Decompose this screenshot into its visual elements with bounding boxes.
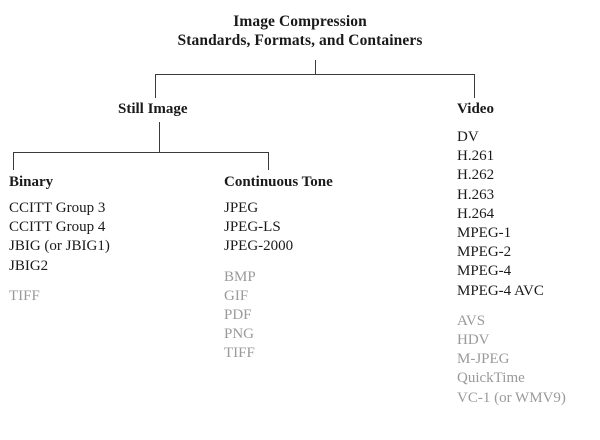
list-group-separator [9, 276, 110, 287]
list-group-separator [457, 301, 566, 312]
diagram-title-line-1: Image Compression [233, 13, 367, 30]
connector-continuous-tone-drop [268, 152, 269, 170]
list-continuous-tone: JPEG JPEG-LS JPEG-2000 BMP GIF PDF PNG T… [224, 199, 293, 364]
list-item: AVS [457, 312, 486, 329]
list-item: H.263 [457, 186, 495, 203]
diagram-title-line-2: Standards, Formats, and Containers [177, 32, 423, 49]
list-item: H.264 [457, 205, 495, 222]
list-item: JPEG [224, 200, 259, 216]
list-item: PDF [224, 307, 252, 324]
connector-still-image-stem [159, 122, 160, 152]
connector-still-image-bar [13, 152, 269, 153]
list-item: MPEG-4 AVC [457, 282, 544, 299]
list-item: H.261 [457, 148, 495, 165]
connector-root-bar [155, 74, 475, 75]
list-item: TIFF [9, 287, 40, 304]
list-item: JBIG (or JBIG1) [9, 238, 110, 255]
list-video: DV H.261 H.262 H.263 H.264 MPEG-1 MPEG-2… [457, 128, 566, 408]
node-continuous-tone: Continuous Tone [224, 174, 333, 190]
list-item: PNG [224, 326, 255, 343]
list-binary: CCITT Group 3 CCITT Group 4 JBIG (or JBI… [9, 199, 110, 306]
list-item: QuickTime [457, 370, 525, 387]
connector-root-stem [315, 60, 316, 75]
list-item: MPEG-1 [457, 225, 512, 242]
list-item: CCITT Group 4 [9, 219, 106, 236]
list-item: HDV [457, 332, 490, 349]
node-video: Video [457, 101, 494, 117]
list-item: TIFF [224, 345, 255, 362]
list-item: VC-1 (or WMV9) [457, 389, 566, 406]
list-item: H.262 [457, 167, 495, 184]
list-item: MPEG-4 [457, 263, 512, 280]
diagram-title: Image Compression Standards, Formats, an… [0, 12, 600, 50]
list-item: GIF [224, 287, 249, 304]
node-still-image: Still Image [118, 101, 188, 117]
list-item: JBIG2 [9, 257, 49, 274]
list-item: JPEG-2000 [224, 238, 294, 255]
list-item: BMP [224, 268, 256, 285]
connector-video-drop [474, 74, 475, 98]
list-item: MPEG-2 [457, 244, 512, 261]
list-item: DV [457, 129, 479, 145]
connector-binary-drop [13, 152, 14, 170]
node-binary: Binary [9, 174, 54, 190]
list-group-separator [224, 257, 293, 268]
list-item: JPEG-LS [224, 219, 281, 236]
list-item: CCITT Group 3 [9, 200, 106, 216]
connector-still-image-drop [155, 74, 156, 98]
list-item: M-JPEG [457, 351, 510, 368]
